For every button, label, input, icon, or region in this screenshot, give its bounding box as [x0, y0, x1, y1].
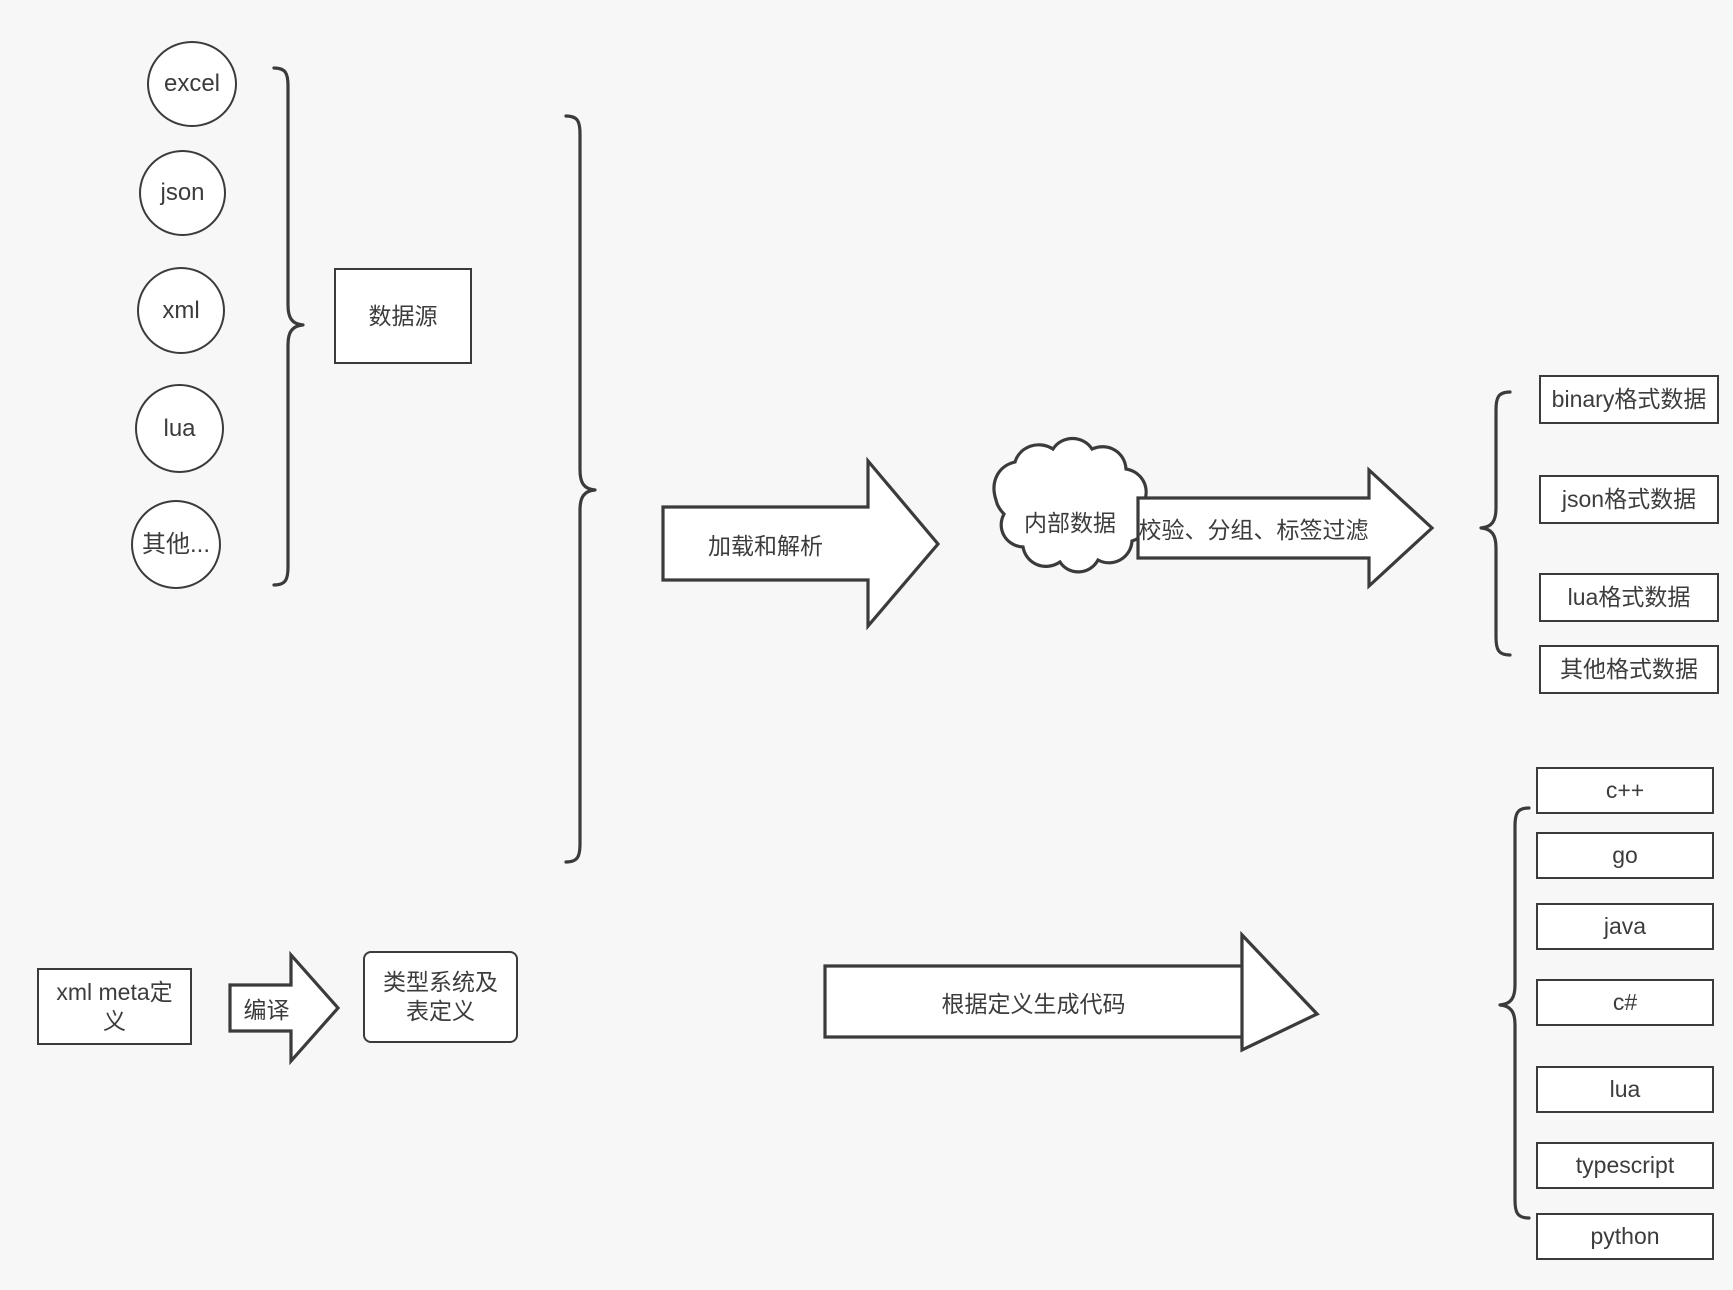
output-language-label: typescript: [1575, 1152, 1675, 1179]
brace-data-sources: [272, 66, 305, 587]
output-language-csharp[interactable]: c#: [1536, 979, 1714, 1026]
output-format-binary[interactable]: binary格式数据: [1539, 375, 1719, 424]
output-language-go[interactable]: go: [1536, 832, 1714, 879]
arrow-validate-group-filter: [1136, 466, 1435, 590]
output-format-label: 其他格式数据: [1560, 656, 1698, 683]
brace-pipeline-inputs: [564, 114, 597, 864]
data-source-xml[interactable]: xml: [137, 267, 225, 354]
output-language-cpp[interactable]: c++: [1536, 767, 1714, 814]
output-language-python[interactable]: python: [1536, 1213, 1714, 1260]
data-source-label: json: [160, 179, 205, 206]
output-language-lua[interactable]: lua: [1536, 1066, 1714, 1113]
output-language-typescript[interactable]: typescript: [1536, 1142, 1714, 1189]
output-format-other[interactable]: 其他格式数据: [1539, 645, 1719, 694]
data-source-group-label: 数据源: [368, 302, 438, 329]
type-system-label: 类型系统及表定义: [383, 969, 498, 1024]
data-source-label: excel: [163, 70, 221, 97]
data-source-group-box[interactable]: 数据源: [334, 268, 472, 364]
output-language-label: c#: [1612, 989, 1638, 1016]
type-system-box[interactable]: 类型系统及表定义: [363, 951, 518, 1043]
brace-data-formats: [1479, 390, 1512, 657]
output-format-json[interactable]: json格式数据: [1539, 475, 1719, 524]
output-language-label: python: [1590, 1223, 1660, 1250]
brace-languages: [1498, 806, 1531, 1220]
data-source-label: lua: [163, 414, 196, 442]
data-source-json[interactable]: json: [139, 150, 226, 236]
output-language-label: lua: [1609, 1076, 1641, 1103]
output-language-label: go: [1612, 842, 1638, 869]
data-source-other[interactable]: 其他...: [131, 500, 221, 589]
arrow-generate-code-head: [1240, 930, 1320, 1053]
data-source-excel[interactable]: excel: [147, 41, 237, 127]
xml-meta-definition-label: xml meta定义: [56, 978, 173, 1034]
output-format-label: binary格式数据: [1551, 386, 1707, 413]
arrow-load-parse: [661, 456, 941, 631]
output-language-label: java: [1603, 913, 1647, 940]
output-language-java[interactable]: java: [1536, 903, 1714, 950]
data-source-lua[interactable]: lua: [135, 384, 224, 473]
output-format-label: json格式数据: [1561, 486, 1697, 513]
cloud-internal-data: [992, 436, 1150, 574]
output-language-label: c++: [1605, 777, 1645, 804]
arrow-compile: [228, 950, 341, 1066]
data-source-label: 其他...: [141, 530, 210, 558]
output-format-lua[interactable]: lua格式数据: [1539, 573, 1719, 622]
data-source-label: xml: [162, 296, 200, 324]
xml-meta-definition-box[interactable]: xml meta定义: [37, 968, 192, 1045]
output-format-label: lua格式数据: [1567, 584, 1691, 611]
